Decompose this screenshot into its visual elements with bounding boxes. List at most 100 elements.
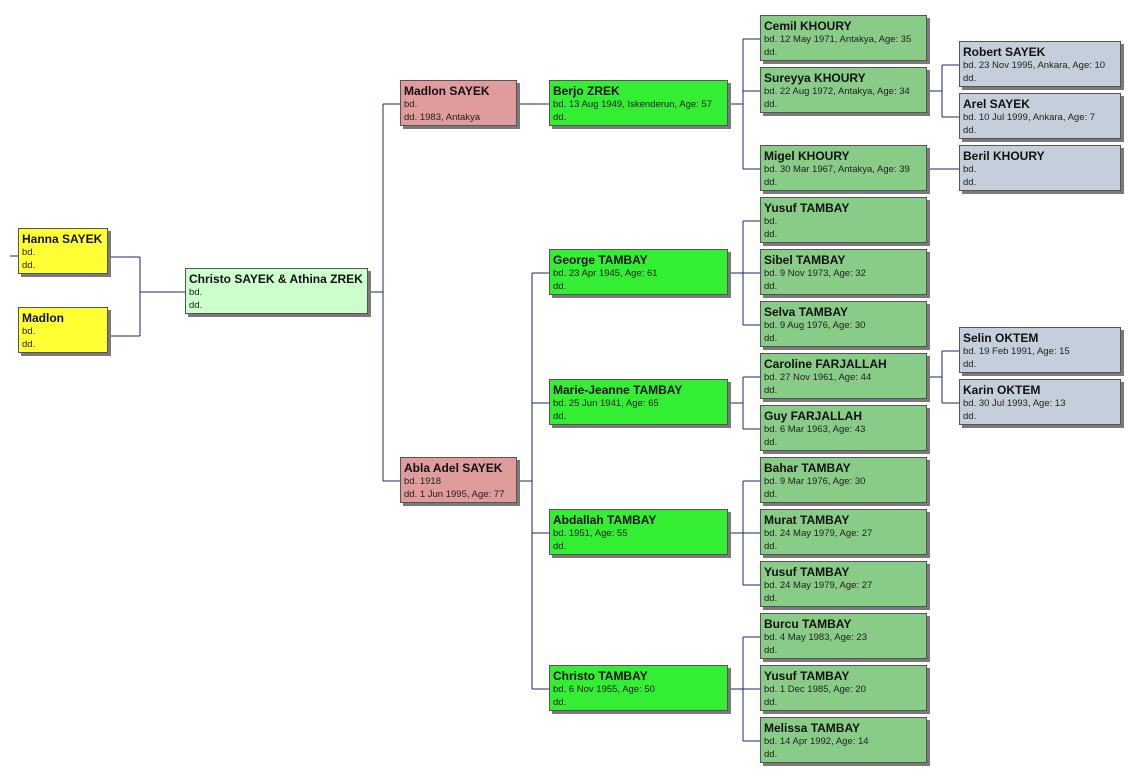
person-detail-line: dd.: [963, 359, 977, 370]
person-name: Burcu TAMBAY: [764, 617, 852, 631]
person-detail-line: dd.: [764, 541, 778, 552]
person-detail-line: bd. 27 Nov 1961, Age: 44: [764, 372, 872, 383]
person-name: Madlon SAYEK: [404, 84, 490, 98]
person-detail-line: bd.: [22, 326, 36, 337]
person-name: Hanna SAYEK: [22, 232, 103, 246]
person-name: Selin OKTEM: [963, 331, 1039, 345]
person-name: Cemil KHOURY: [764, 19, 852, 33]
person-name: Marie-Jeanne TAMBAY: [553, 383, 683, 397]
person-detail-line: bd. 6 Nov 1955, Age: 50: [553, 684, 655, 695]
person-name: Selva TAMBAY: [764, 305, 849, 319]
person-name: Karin OKTEM: [963, 383, 1041, 397]
person-detail-line: bd. 4 May 1983, Age: 23: [764, 632, 867, 643]
person-detail-line: bd. 14 Apr 1992, Age: 14: [764, 736, 869, 747]
person-detail-line: dd.: [553, 541, 567, 552]
person-name: Yusuf TAMBAY: [764, 669, 850, 683]
person-name: Madlon: [22, 311, 64, 325]
person-name: Guy FARJALLAH: [764, 409, 863, 423]
person-name: Robert SAYEK: [963, 45, 1046, 59]
person-detail-line: dd.: [764, 385, 778, 396]
person-detail-line: bd.: [404, 99, 418, 110]
person-detail-line: dd.: [22, 260, 36, 271]
person-name: Abla Adel SAYEK: [404, 461, 503, 475]
person-name: Christo SAYEK & Athina ZREK: [189, 272, 363, 286]
person-detail-line: bd. 9 Nov 1973, Age: 32: [764, 268, 866, 279]
person-detail-line: dd.: [764, 489, 778, 500]
person-name: Berjo ZREK: [553, 84, 620, 98]
person-detail-line: dd.: [22, 339, 36, 350]
person-detail-line: dd.: [553, 281, 567, 292]
person-detail-line: bd. 22 Aug 1972, Antakya, Age: 34: [764, 86, 910, 97]
person-detail-line: bd. 10 Jul 1999, Ankara, Age: 7: [963, 112, 1096, 123]
person-name: Migel KHOURY: [764, 149, 850, 163]
person-name: George TAMBAY: [553, 253, 648, 267]
person-detail-line: dd.: [963, 125, 977, 136]
person-detail-line: m.: [22, 272, 104, 273]
person-detail-line: bd. 30 Mar 1967, Antakya, Age: 39: [764, 164, 910, 175]
person-name: Murat TAMBAY: [764, 513, 850, 527]
person-detail-line: dd.: [764, 749, 778, 760]
person-name: Yusuf TAMBAY: [764, 201, 850, 215]
person-name: Yusuf TAMBAY: [764, 565, 850, 579]
person-detail-line: bd. 9 Aug 1976, Age: 30: [764, 320, 866, 331]
person-detail-line: dd.: [963, 411, 977, 422]
person-name: Sureyya KHOURY: [764, 71, 866, 85]
person-detail-line: bd. 6 Mar 1963, Age: 43: [764, 424, 866, 435]
person-detail-line: bd. 1918: [404, 476, 441, 487]
person-name: Beril KHOURY: [963, 149, 1045, 163]
person-detail-line: bd. 23 Apr 1945, Age: 61: [553, 268, 658, 279]
person-detail-line: dd.: [764, 177, 778, 188]
person-detail-line: dd.: [189, 300, 203, 311]
person-detail-line: dd. 1 Jun 1995, Age: 77: [404, 489, 505, 500]
person-detail-line: dd.: [764, 645, 778, 656]
person-detail-line: dd.: [764, 229, 778, 240]
person-detail-line: bd. 25 Jun 1941, Age: 65: [553, 398, 659, 409]
person-detail-line: bd. 9 Mar 1976, Age: 30: [764, 476, 866, 487]
person-detail-line: dd.: [764, 333, 778, 344]
person-detail-line: bd. 1 Dec 1985, Age: 20: [764, 684, 866, 695]
person-detail-line: dd.: [553, 697, 567, 708]
person-name: Melissa TAMBAY: [764, 721, 861, 735]
person-detail-line: dd.: [553, 112, 567, 123]
person-detail-line: dd.: [764, 697, 778, 708]
person-detail-line: dd.: [764, 593, 778, 604]
person-detail-line: dd.: [764, 281, 778, 292]
person-name: Christo TAMBAY: [553, 669, 648, 683]
person-detail-line: bd.: [764, 216, 778, 227]
person-detail-line: dd.: [553, 411, 567, 422]
person-detail-line: dd.: [764, 437, 778, 448]
person-name: Caroline FARJALLAH: [764, 357, 887, 371]
person-detail-line: bd. 23 Nov 1995, Ankara, Age: 10: [963, 60, 1106, 71]
person-detail-line: bd. 1951, Age: 55: [553, 528, 628, 539]
